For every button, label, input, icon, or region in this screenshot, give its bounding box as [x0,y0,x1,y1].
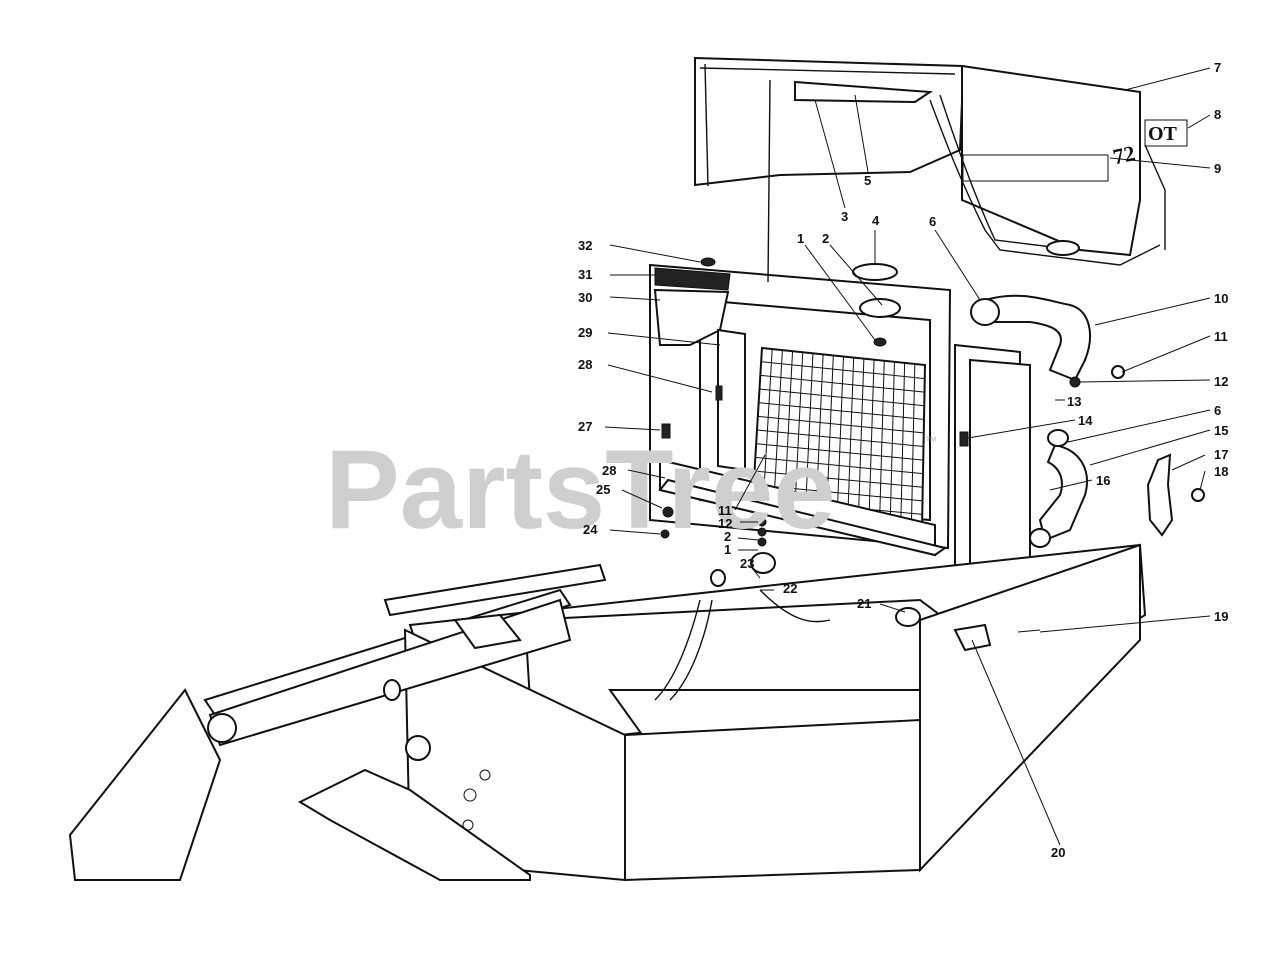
nut-icon [1111,365,1125,379]
callout-1: 1 [797,231,804,246]
callout-28: 28 [578,357,592,372]
callout-2: 2 [822,231,829,246]
chassis-frame [68,543,1147,882]
radiator-tube [756,443,924,461]
callout-32: 32 [578,238,592,253]
radiator-tube [760,374,925,393]
radiator-tube [755,456,924,475]
callout-28b: 28 [602,463,616,478]
callout-9: 9 [1214,161,1221,176]
washer-icon [757,537,767,547]
nut-icon [1191,488,1205,502]
radiator-tube [761,361,925,380]
callout-6: 6 [929,214,936,229]
bolt-icon [661,423,671,439]
hood: 72 OT [694,56,1188,266]
callout-13: 13 [1067,394,1081,409]
radiator-tube [753,484,923,502]
watermark-brand: PartsTree [325,427,836,552]
callout-23: 23 [740,556,754,571]
watermark-trademark: ™ [925,434,937,448]
callout-7: 7 [1214,60,1221,75]
callout-31: 31 [578,267,592,282]
callout-20: 20 [1051,845,1065,860]
callout-18: 18 [1214,464,1228,479]
callout-14: 14 [1078,413,1093,428]
bolt-icon [959,431,969,447]
callout-11: 11 [1214,329,1228,344]
radiator-assembly [649,79,1205,592]
radiator-tube [754,470,923,488]
latch [1146,453,1174,537]
callout-labels: 7 8 9 5 3 4 6 1 2 32 31 30 10 11 12 13 2… [578,60,1228,860]
callout-10: 10 [1214,291,1228,306]
callout-30: 30 [578,290,592,305]
callout-3: 3 [841,209,848,224]
callout-12b: 12 [718,516,732,531]
callout-11b: 11 [718,503,732,518]
callout-1b: 1 [724,542,731,557]
callout-24: 24 [583,522,598,537]
callout-22: 22 [783,581,797,596]
callout-4: 4 [872,213,880,228]
clamp-icon [1069,376,1081,388]
callout-8: 8 [1214,107,1221,122]
callout-2b: 2 [724,529,731,544]
callout-16: 16 [1096,473,1110,488]
washer-icon [757,527,767,537]
callout-17: 17 [1214,447,1228,462]
wing-nut-icon [700,257,716,267]
callout-27: 27 [578,419,592,434]
leader-lines [604,67,1211,846]
callout-25: 25 [596,482,610,497]
callout-19: 19 [1214,609,1228,624]
washer-icon [660,529,670,539]
callout-5: 5 [864,173,871,188]
nut-icon [662,506,674,518]
radiator-tube [758,402,925,420]
radiator-tube [756,429,924,447]
bolt-icon [715,385,723,401]
hood-number-decal: 72 [1111,140,1138,169]
callout-21: 21 [857,596,871,611]
callout-15: 15 [1214,423,1228,438]
radiator-tube [759,388,925,407]
radiator-tube [757,415,924,434]
hood-badge-decal: OT [1148,123,1178,145]
radiator-core [750,346,927,530]
callout-12: 12 [1214,374,1228,389]
callout-29: 29 [578,325,592,340]
callout-6b: 6 [1214,403,1221,418]
